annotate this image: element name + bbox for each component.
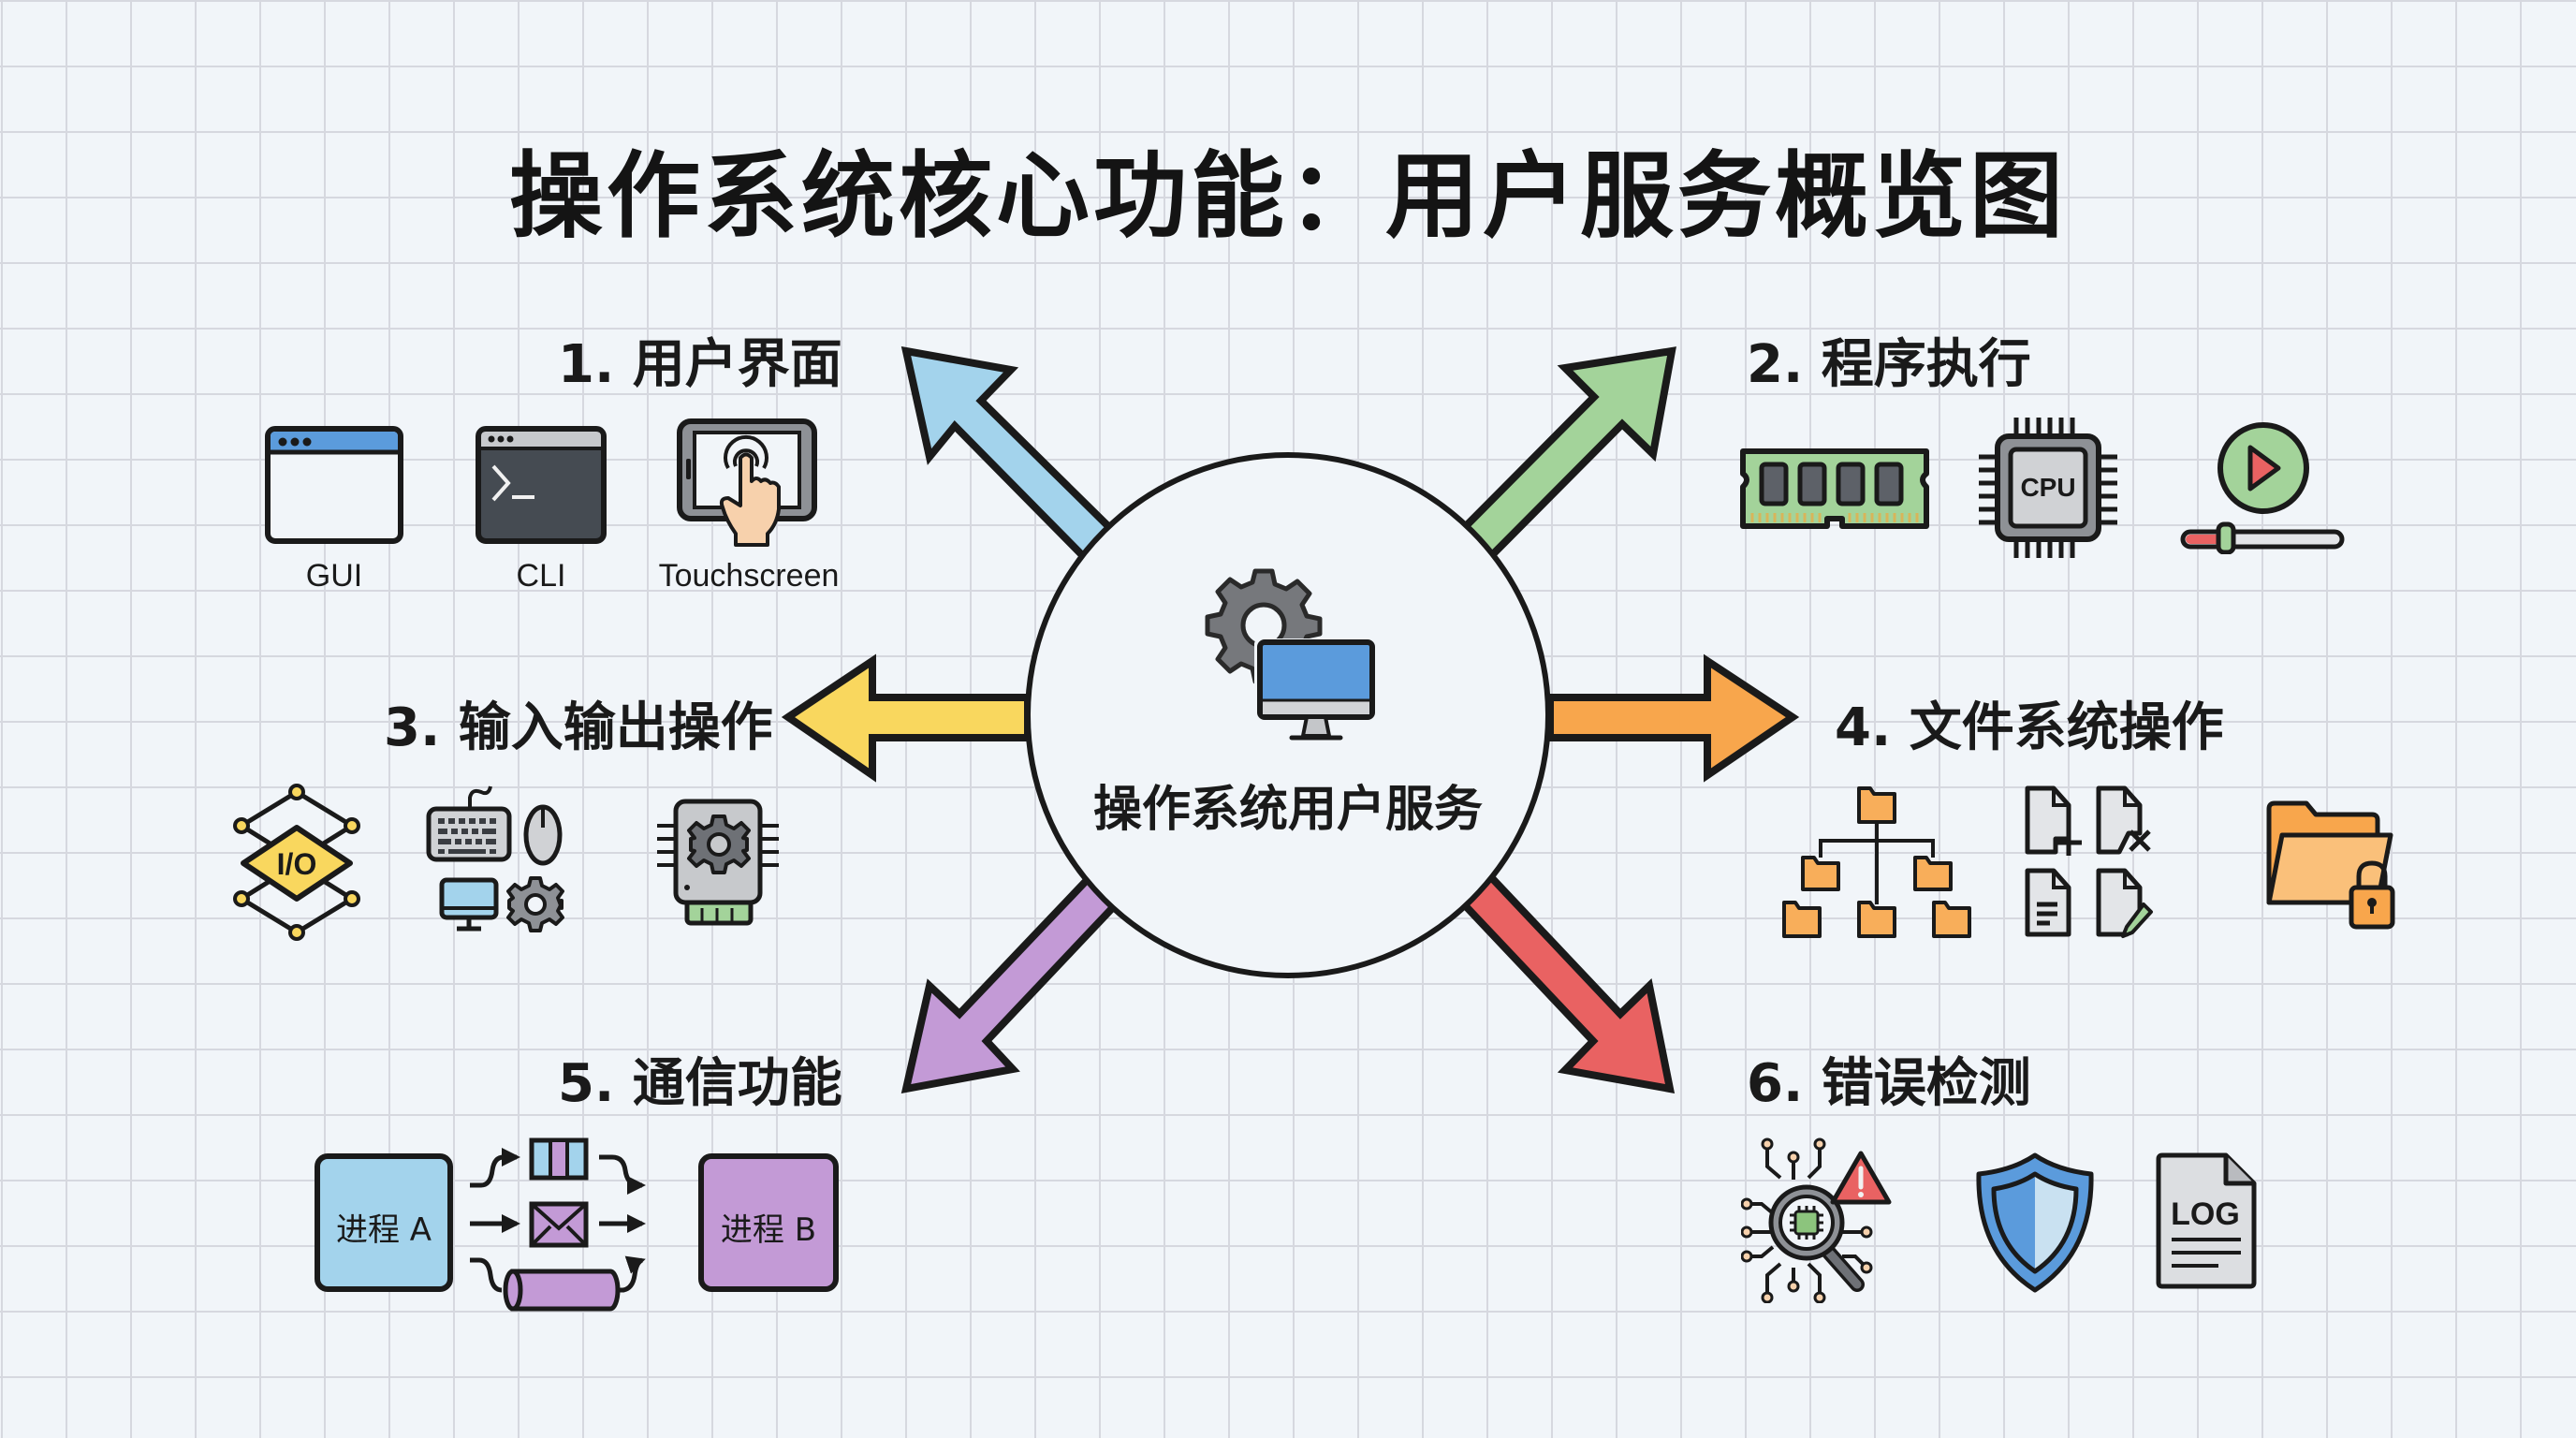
chip-scan-warning-icon [1741,1137,1892,1303]
section-title-communication: 5. 通信功能 [558,1053,842,1114]
gui-label: GUI [305,558,363,594]
cpu-text: CPU [2020,473,2075,502]
cli-label: CLI [516,558,566,594]
process-a-label: 进程 A [335,1211,432,1249]
arrow-user-interface [900,346,1122,568]
ipc-channels-icon [470,1137,646,1312]
log-file-icon: LOG [2156,1152,2257,1289]
touchscreen-icon [677,418,817,547]
arrow-communication [900,872,1122,1094]
log-text: LOG [2171,1196,2240,1232]
section-title-error-detection: 6. 错误检测 [1747,1053,2031,1114]
io-diamond-icon: I/O [233,784,360,941]
arrow-error-detection [1458,872,1676,1093]
folder-tree-icon [1782,786,1971,938]
section-title-user-interface: 1. 用户界面 [558,334,842,395]
terminal-icon [476,426,607,544]
arrow-file-system [1546,653,1800,783]
gui-window-icon [265,426,403,544]
play-progress-icon [2180,422,2345,554]
gear-monitor-icon [1205,568,1376,741]
ram-module-icon [1740,448,1929,529]
process-a-box [315,1153,453,1292]
device-controller-icon [657,799,779,926]
center-label: 操作系统用户服务 [1092,782,1483,838]
section-title-program-execution: 2. 程序执行 [1747,334,2031,395]
file-operations-icon [2025,785,2153,938]
arrow-program-execution [1455,346,1676,565]
page-title: 操作系统核心功能：用户服务概览图 [509,141,2067,251]
process-b-box [698,1153,839,1292]
cpu-chip-icon: CPU [1979,418,2117,558]
touchscreen-label: Touchscreen [658,558,840,594]
section-title-file-system: 4. 文件系统操作 [1835,697,2224,758]
io-devices-icon [426,785,564,932]
section-title-io-operations: 3. 输入输出操作 [384,697,773,758]
shield-icon [1976,1152,2094,1293]
locked-folder-icon [2266,800,2395,930]
process-b-label: 进程 B [720,1211,817,1249]
io-text: I/O [277,847,317,881]
arrow-io-operations [781,653,1032,783]
